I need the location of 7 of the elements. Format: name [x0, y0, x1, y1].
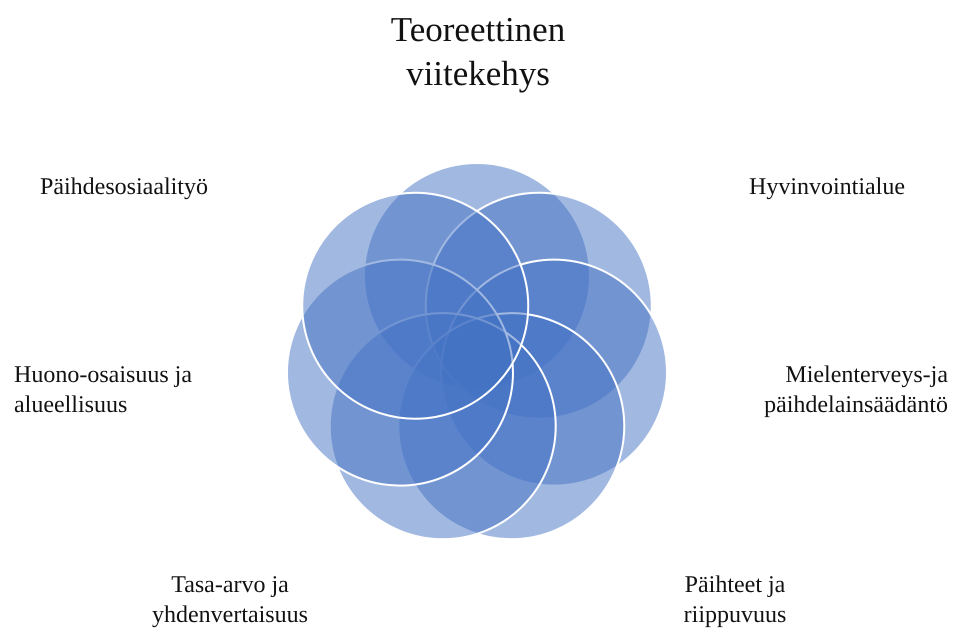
- topic-label: Mielenterveys-ja päihdelainsäädäntö: [763, 361, 948, 420]
- topic-label: Hyvinvointialue: [748, 173, 905, 202]
- topic-label: Huono-osaisuus ja alueellisuus: [14, 361, 193, 420]
- diagram-title: Teoreettinen viitekehys: [390, 9, 566, 95]
- topic-label: Päihteet ja riippuvuus: [682, 571, 788, 630]
- topic-label: Päihdesosiaalityö: [40, 173, 209, 202]
- topic-label: Tasa-arvo ja yhdenvertaisuus: [151, 571, 309, 630]
